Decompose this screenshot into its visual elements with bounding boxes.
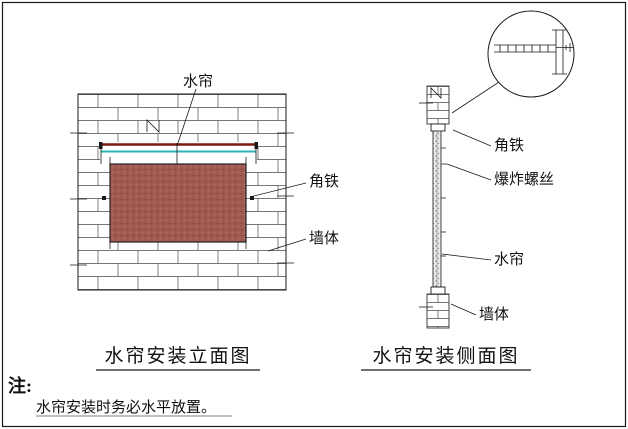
side-wall-leader [450, 303, 477, 316]
front-angle-iron-label: 角铁 [309, 173, 339, 190]
detail-callout [451, 10, 575, 114]
side-wall-top [426, 85, 450, 125]
side-curtain-label: 水帘 [494, 251, 524, 268]
angle-iron-bottom [430, 286, 446, 295]
detail-circle [487, 10, 575, 98]
water-curtain-panel [109, 163, 247, 243]
note-text: 水帘安装时务必水平放置。 [36, 399, 216, 416]
side-wall-bottom [426, 293, 450, 329]
wall-break-marks [70, 119, 294, 266]
front-angle-iron-leader [249, 182, 307, 198]
side-angle-iron-leader [452, 129, 492, 147]
angle-iron-top [430, 123, 446, 132]
side-expansion-bolt-leader [446, 163, 492, 181]
front-wall-label: 墙体 [309, 230, 339, 247]
rail-band [100, 142, 257, 164]
rail-left-anchor [99, 142, 103, 149]
front-wall-leader [267, 238, 307, 252]
detail-drawing [494, 29, 573, 75]
side-expansion-bolt-label: 爆炸螺丝 [494, 171, 554, 188]
side-view: 角铁 爆炸螺丝 水帘 墙体 水帘安装侧面图 [361, 10, 575, 371]
top-rail [99, 142, 258, 164]
note-block: 注: 水帘安装时务必水平放置。 [8, 375, 232, 417]
note-prefix: 注: [8, 375, 32, 396]
wall-bolt-left [102, 196, 106, 200]
rail-right-anchor [254, 142, 258, 149]
side-wall-label: 墙体 [479, 306, 509, 323]
wall-bolt-right [250, 196, 254, 200]
front-curtain-label: 水帘 [183, 73, 213, 90]
side-angle-iron-label: 角铁 [494, 137, 524, 154]
expansion-bolt-marks [441, 147, 447, 257]
front-view: 水帘 角铁 墙体 水帘安装立面图 [70, 73, 339, 371]
side-break-symbol-top [430, 87, 442, 99]
front-curtain-leader [176, 88, 197, 147]
side-view-title: 水帘安装侧面图 [372, 345, 519, 367]
side-curtain-leader [441, 253, 492, 261]
front-view-title: 水帘安装立面图 [104, 345, 251, 367]
panel-corner-ticks [109, 157, 247, 249]
break-symbol [146, 119, 160, 133]
detail-leader [451, 81, 500, 114]
